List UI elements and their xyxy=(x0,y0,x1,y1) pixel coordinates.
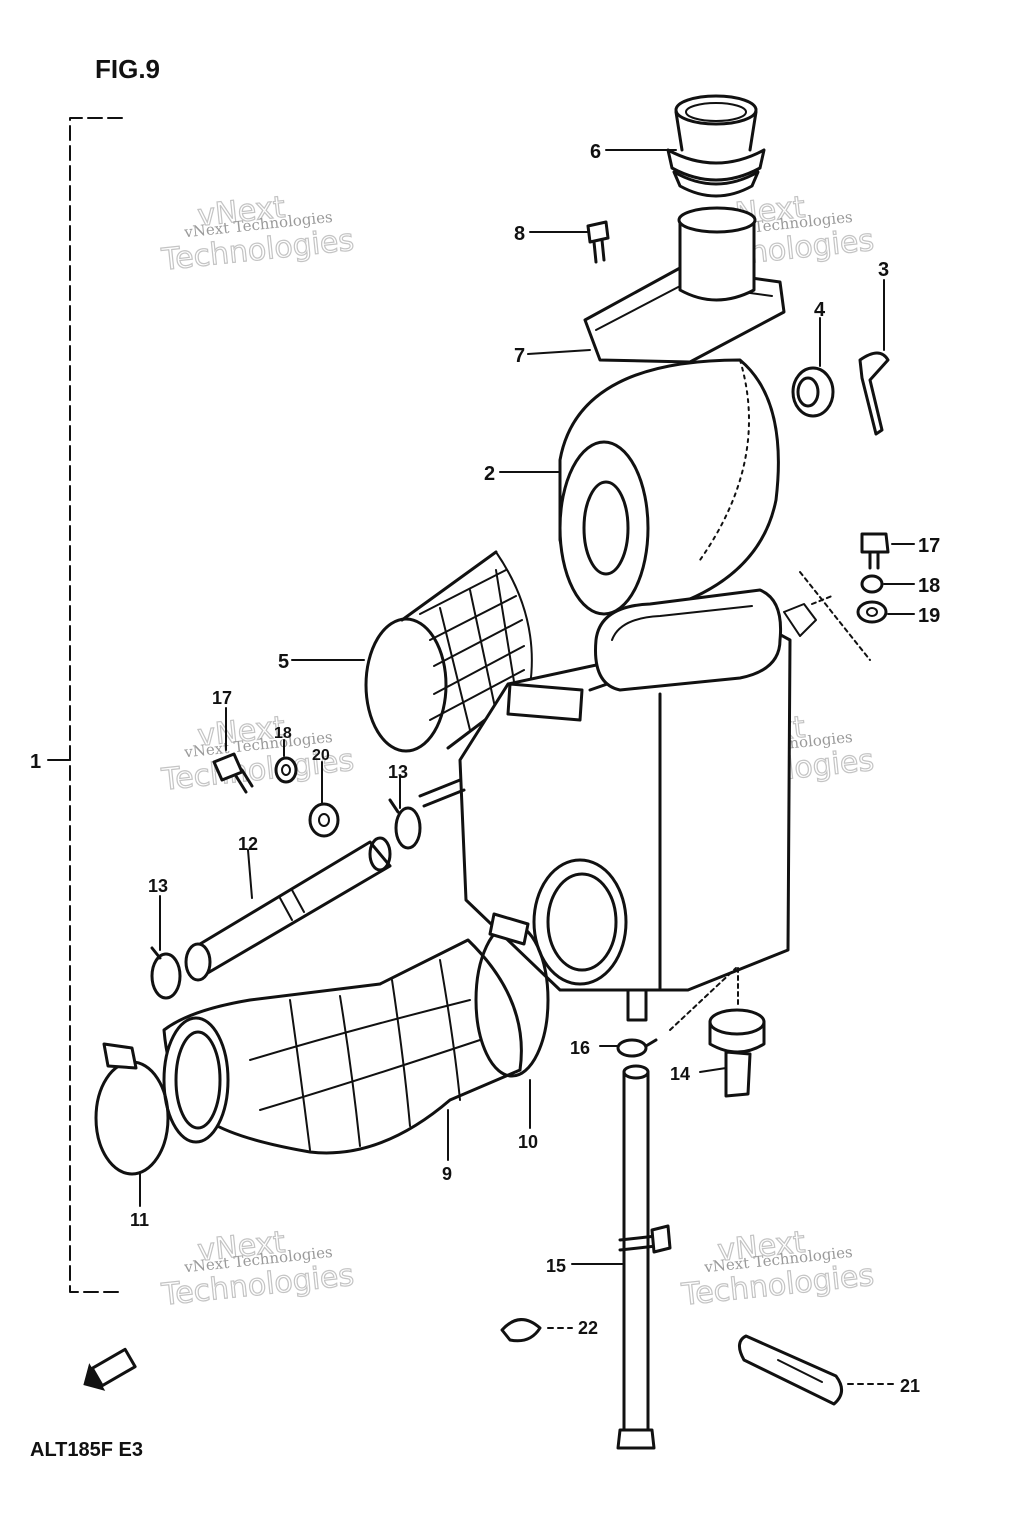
callout-13b: 13 xyxy=(148,876,168,896)
clip-part-3 xyxy=(858,351,890,436)
callout-5: 5 xyxy=(278,651,289,673)
callout-17-right: 17 xyxy=(918,535,940,557)
callout-22: 22 xyxy=(578,1318,598,1338)
callout-6: 6 xyxy=(590,141,601,163)
callout-12: 12 xyxy=(238,834,258,854)
callout-11: 11 xyxy=(130,1210,149,1230)
callout-15: 15 xyxy=(546,1256,566,1276)
figure-title: FIG.9 xyxy=(95,54,160,84)
watermark-5: vNext vNext Technologies Technologies xyxy=(159,1224,357,1313)
air-cleaner-case-part xyxy=(418,588,817,1022)
watermark-6: vNext vNext Technologies Technologies xyxy=(679,1224,877,1313)
clip-part-22 xyxy=(500,1318,542,1343)
clamp-part-11 xyxy=(94,1042,170,1176)
callout-18-left: 18 xyxy=(274,725,292,742)
callout-1: 1 xyxy=(30,751,41,773)
bolt-part-17-right xyxy=(860,532,890,570)
hose-clamp-part-13a xyxy=(388,798,422,850)
callout-19: 19 xyxy=(918,605,940,627)
drain-cap-part xyxy=(669,967,766,1098)
callout-7: 7 xyxy=(514,345,525,367)
filter-element-part xyxy=(558,358,780,616)
callout-21: 21 xyxy=(900,1376,920,1396)
washer-part-18-left xyxy=(274,756,298,784)
callout-14: 14 xyxy=(670,1064,690,1084)
callout-17-left: 17 xyxy=(212,688,232,708)
drain-tube-part xyxy=(616,1064,672,1450)
callout-13a: 13 xyxy=(388,762,408,782)
callout-18-right: 18 xyxy=(918,575,940,597)
washer-part-20 xyxy=(308,802,340,838)
seal-part-4 xyxy=(791,366,835,418)
clip-part-16 xyxy=(616,1038,658,1058)
air-cleaner-cover-part xyxy=(583,206,786,364)
assembly-bracket xyxy=(69,117,123,1293)
callout-10: 10 xyxy=(518,1132,538,1152)
callout-2: 2 xyxy=(484,463,495,485)
watermark-1: vNext vNext Technologies Technologies xyxy=(159,189,357,278)
clamp-part-10 xyxy=(474,912,550,1078)
callout-16: 16 xyxy=(570,1038,590,1058)
callout-leaders xyxy=(139,149,915,1385)
callout-labels: 1 2 3 4 5 6 7 8 9 10 11 12 13 13 14 15 1… xyxy=(30,141,940,1396)
hose-clamp-part-13b xyxy=(150,946,182,1000)
bolt-part-17-left xyxy=(212,752,254,794)
callout-3: 3 xyxy=(878,259,889,281)
fwd-arrow-icon: FWD xyxy=(83,1347,137,1391)
filter-cage-part xyxy=(364,550,533,753)
watermark-3: vNext vNext Technologies Technologies xyxy=(159,709,357,798)
callout-8: 8 xyxy=(514,223,525,245)
breather-hose-part xyxy=(184,836,392,982)
model-code: ALT185F E3 xyxy=(30,1439,143,1461)
washer-part-19 xyxy=(856,600,888,624)
callout-9: 9 xyxy=(442,1164,452,1184)
intake-pipe-part xyxy=(162,938,523,1155)
callout-4: 4 xyxy=(814,299,826,321)
screw-part-8 xyxy=(586,220,610,264)
intake-boot-part xyxy=(666,94,766,198)
strap-part-21 xyxy=(738,1334,843,1406)
callout-20: 20 xyxy=(312,747,330,764)
washer-part-18-right xyxy=(860,574,884,594)
